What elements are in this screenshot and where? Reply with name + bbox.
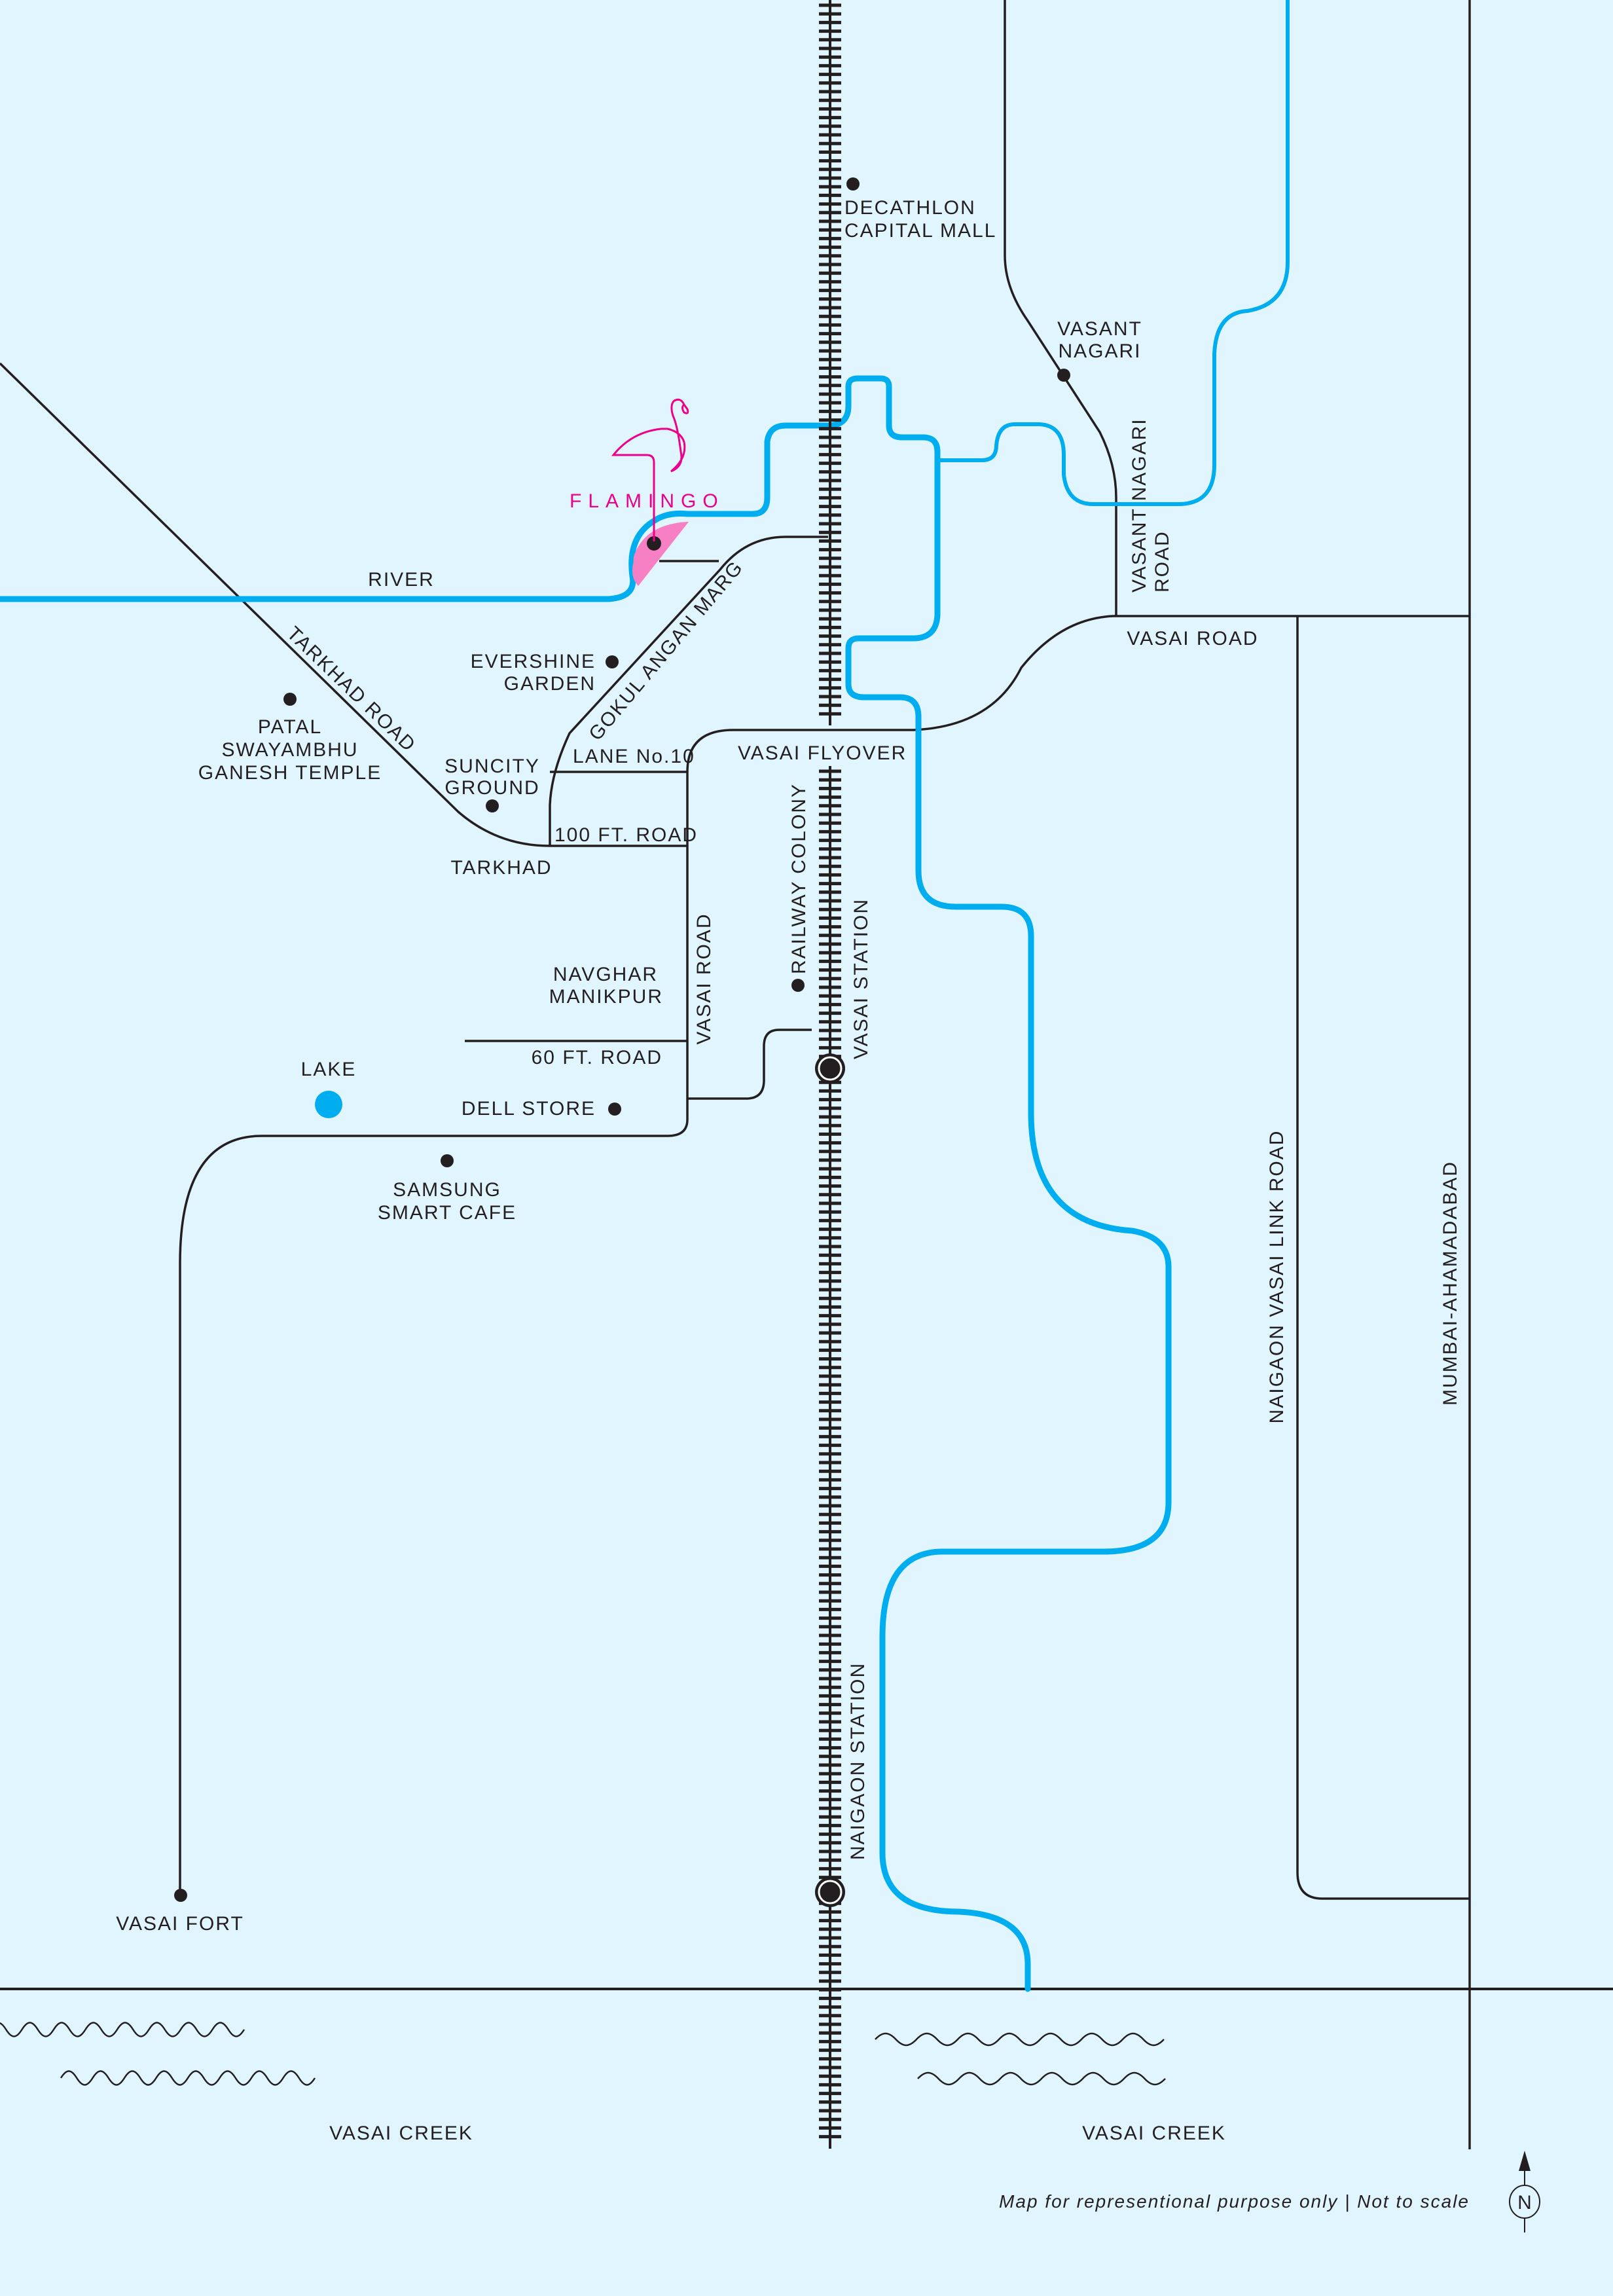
tarkhad-road [0,362,687,847]
naigaon-station-label: NAIGAON STATION [847,1662,869,1860]
creek-wave [917,2071,1166,2086]
evershine-label-1: EVERSHINE [471,651,596,672]
vasant-nagari-dot [1057,369,1070,382]
river-branch-east [935,0,1290,506]
patal-label-2: SWAYAMBHU [221,739,358,761]
dell-store-label: DELL STORE [462,1098,596,1120]
tarkhad-label: TARKHAD [450,857,552,879]
samsung-label-2: SMART CAFE [378,1202,517,1224]
vasai-flyover-road [686,615,1470,773]
naigaon-vasai-link-road [1296,616,1470,1900]
railway-colony-dot [791,979,805,992]
evershine-label-2: GARDEN [504,673,596,695]
railway [819,0,841,2149]
samsung-cafe-dot [441,1154,454,1167]
creek-waves [0,2022,1166,2086]
creek-wave [875,2032,1165,2047]
vasant-nagari-label-1: VASANT [1057,318,1142,340]
station-naigaon-marker [815,1877,845,1907]
station-link-road [687,1029,812,1100]
flamingo-icon [611,399,689,541]
project-zone-area-fill [633,522,689,585]
patal-ganesh-dot [283,693,297,706]
creek-right-label: VASAI CREEK [1082,2123,1226,2144]
station-vasai-marker [815,1053,845,1084]
vasant-nagari-label-2: NAGARI [1058,340,1141,362]
suncity-label-1: SUNCITY [444,756,540,777]
gokul-angan-marg-label: GOKUL ANGAN MARG [585,556,748,745]
vasai-fort-label: VASAI FORT [116,1913,244,1935]
vasai-road-vertical [179,772,689,1895]
100ft-road-label: 100 FT. ROAD [554,824,698,846]
creek-wave [60,2070,316,2086]
rivers [0,0,1290,1992]
roads [0,0,1613,2149]
vasai-road-east-label: VASAI ROAD [1127,628,1258,649]
dell-store-dot [608,1102,621,1116]
gokul-angan-marg [549,536,828,846]
samsung-label-1: SAMSUNG [393,1179,501,1201]
vasai-road-vertical-label: VASAI ROAD [693,913,715,1044]
project-name: FLAMINGO [570,490,725,512]
lake-marker [315,1091,342,1118]
patal-label-1: PATAL [258,716,322,738]
lane-10-label: LANE No.10 [573,746,695,767]
naigaon-link-road-label: NAIGAON VASAI LINK ROAD [1266,1130,1288,1424]
evershine-garden-dot [606,655,619,668]
suncity-ground-dot [486,799,499,812]
navghar-label-2: MANIKPUR [549,986,663,1008]
vasant-nagari-road [1004,0,1117,616]
river-label: RIVER [368,569,435,591]
vasai-station-label: VASAI STATION [850,898,872,1059]
north-arrow-icon: N [1509,2151,1540,2232]
60ft-road-label: 60 FT. ROAD [532,1047,662,1068]
labels: FLAMINGO RIVER LAKE DECATHLON CAPITAL MA… [116,197,1470,2212]
creek-wave [0,2022,245,2037]
suncity-label-2: GROUND [444,777,539,799]
disclaimer-note: Map for representional purpose only | No… [999,2191,1470,2212]
landmark-dots [174,177,1070,1902]
vasai-fort-dot [174,1889,187,1902]
navghar-label-1: NAVGHAR [553,964,658,985]
decathlon-label-1: DECATHLON [844,197,976,219]
vasant-nagari-road-label-1: VASANT NAGARI [1129,418,1150,592]
lake-label: LAKE [301,1059,357,1080]
river-main [0,375,1172,1992]
north-label: N [1517,2192,1532,2214]
decathlon-label-2: CAPITAL MALL [844,220,996,242]
project-location-dot [647,536,661,551]
mumbai-ahamadabad-label: MUMBAI-AHAMADABAD [1440,1161,1461,1406]
patal-label-3: GANESH TEMPLE [198,762,382,784]
vasai-flyover-label: VASAI FLYOVER [738,742,907,764]
creek-left-label: VASAI CREEK [329,2123,473,2144]
railway-colony-label: RAILWAY COLONY [788,783,810,974]
decathlon-dot [846,177,860,191]
vasant-nagari-road-label-2: ROAD [1151,530,1173,592]
project-zone [632,522,689,586]
